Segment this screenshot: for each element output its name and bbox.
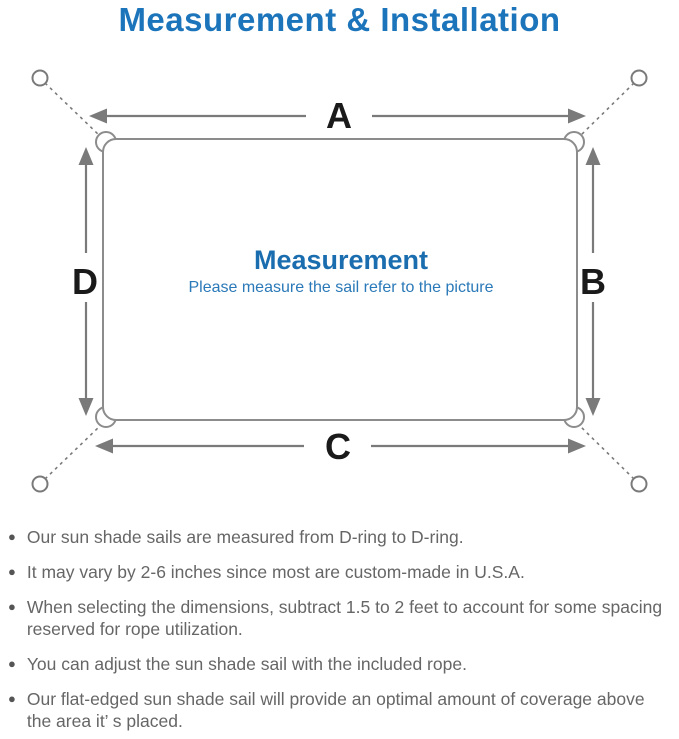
rope-line [44, 425, 101, 480]
dimension-label-d: D [72, 261, 98, 302]
arrowhead-right-icon [568, 108, 586, 124]
anchor-point-icons [31, 69, 648, 493]
arrowhead-left-icon [95, 438, 113, 454]
arrowhead-up-icon [78, 147, 94, 165]
rope-line [579, 82, 635, 137]
bullet-icon: ● [8, 564, 16, 579]
note-line: reserved for rope utilization. [26, 619, 243, 639]
anchor-point-icon [630, 69, 648, 87]
rope-line [579, 425, 635, 480]
arrowhead-down-icon [78, 398, 94, 416]
anchor-point-icon [31, 475, 49, 493]
list-item: ● Our flat-edged sun shade sail will pro… [8, 688, 674, 732]
arrowhead-right-icon [568, 438, 586, 454]
list-item: ● You can adjust the sun shade sail with… [8, 653, 674, 675]
note-text: It may vary by 2-6 inches since most are… [27, 561, 674, 583]
note-line: the area it’ s placed. [26, 711, 183, 731]
note-line: When selecting the dimensions, subtract … [26, 597, 663, 617]
list-item: ● Our sun shade sails are measured from … [8, 526, 674, 548]
anchor-point-icon [31, 69, 49, 87]
list-item: ● It may vary by 2-6 inches since most a… [8, 561, 674, 583]
diagram-center-title: Measurement [254, 245, 428, 275]
dimension-label-c: C [325, 426, 351, 467]
dimension-c-arrows [95, 438, 586, 454]
rope-line [44, 82, 101, 137]
list-item: ● When selecting the dimensions, subtrac… [8, 596, 674, 640]
diagram-center-subtitle: Please measure the sail refer to the pic… [188, 279, 493, 296]
note-line: You can adjust the sun shade sail with t… [26, 654, 467, 674]
note-line: It may vary by 2-6 inches since most are… [26, 562, 525, 582]
bullet-icon: ● [8, 691, 16, 706]
dimension-a-arrows [89, 108, 586, 124]
dimension-b-arrows [585, 147, 601, 416]
bullet-icon: ● [8, 529, 16, 544]
note-line: Our sun shade sails are measured from D-… [26, 527, 464, 547]
note-text: Our flat-edged sun shade sail will provi… [27, 688, 674, 732]
bullet-icon: ● [8, 599, 16, 614]
note-text: You can adjust the sun shade sail with t… [27, 653, 674, 675]
dimension-label-b: B [580, 261, 606, 302]
notes-list: ● Our sun shade sails are measured from … [8, 526, 674, 739]
bullet-icon: ● [8, 656, 16, 671]
anchor-point-icon [630, 475, 648, 493]
arrowhead-up-icon [585, 147, 601, 165]
arrowhead-left-icon [89, 108, 107, 124]
dimension-d-arrows [78, 147, 94, 416]
arrowhead-down-icon [585, 398, 601, 416]
note-text: Our sun shade sails are measured from D-… [27, 526, 674, 548]
sail-measurement-diagram: A B C D Measurement Please measure the s… [31, 69, 648, 493]
rope-dashed-lines [44, 82, 635, 480]
page-title: Measurement & Installation [118, 1, 561, 38]
note-line: Our flat-edged sun shade sail will provi… [26, 689, 645, 709]
note-text: When selecting the dimensions, subtract … [27, 596, 674, 640]
sail-outline [102, 138, 578, 421]
dimension-label-a: A [326, 95, 352, 136]
